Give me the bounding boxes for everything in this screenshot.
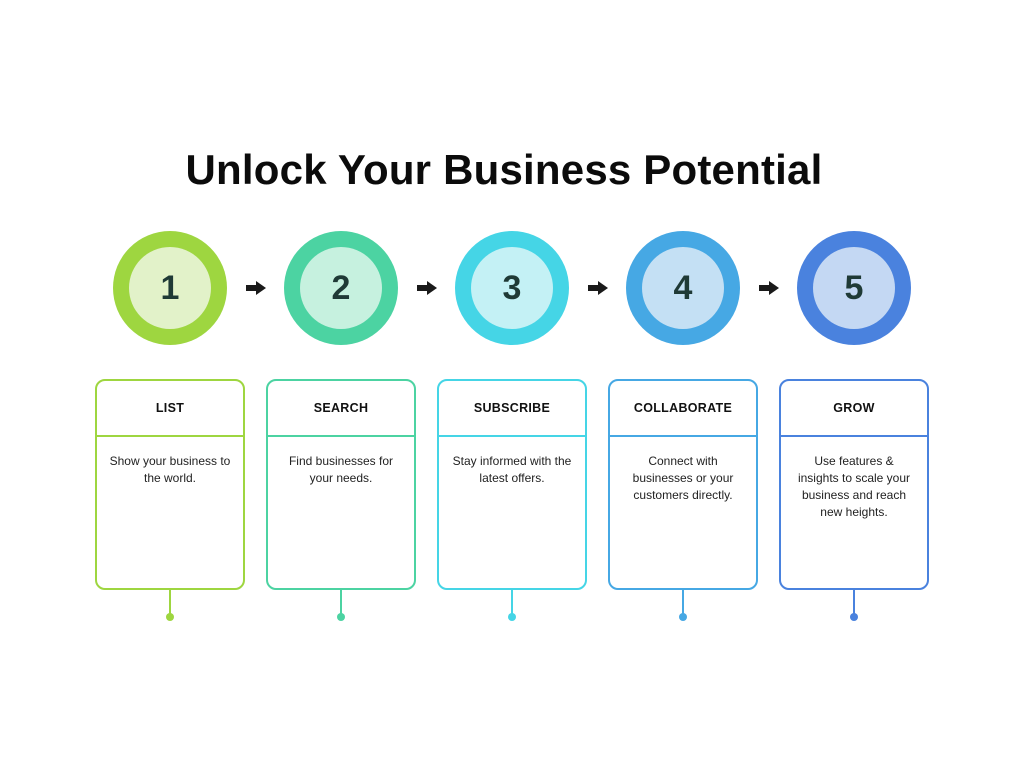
connector-line (682, 589, 684, 615)
connector-line (511, 589, 513, 615)
connector-line (853, 589, 855, 615)
right-arrow-icon (246, 281, 266, 295)
step-card: LIST Show your business to the world. (95, 379, 245, 590)
step-heading: COLLABORATE (610, 381, 756, 437)
step-card: COLLABORATE Connect with businesses or y… (608, 379, 758, 590)
step-5: 5 GROW Use features & insights to scale … (779, 0, 931, 768)
step-heading: LIST (97, 381, 243, 437)
step-description: Find businesses for your needs. (288, 454, 394, 485)
step-1: 1 LIST Show your business to the world. (95, 0, 247, 768)
step-number: 5 (813, 247, 895, 329)
step-badge: 5 (797, 231, 911, 589)
step-badge: 4 (626, 231, 740, 589)
connector-dot (850, 613, 858, 621)
step-description: Use features & insights to scale your bu… (797, 454, 911, 519)
connector-dot (679, 613, 687, 621)
step-badge: 1 (113, 231, 227, 589)
step-4: 4 COLLABORATE Connect with businesses or… (608, 0, 760, 768)
right-arrow-icon (759, 281, 779, 295)
connector-line (340, 589, 342, 615)
step-card: GROW Use features & insights to scale yo… (779, 379, 929, 590)
step-number: 3 (471, 247, 553, 329)
step-card: SUBSCRIBE Stay informed with the latest … (437, 379, 587, 590)
step-description: Stay informed with the latest offers. (452, 454, 572, 485)
right-arrow-icon (588, 281, 608, 295)
step-description: Connect with businesses or your customer… (632, 454, 734, 502)
step-heading: GROW (781, 381, 927, 437)
connector-dot (508, 613, 516, 621)
step-number: 4 (642, 247, 724, 329)
step-description: Show your business to the world. (109, 454, 231, 485)
step-2: 2 SEARCH Find businesses for your needs. (266, 0, 418, 768)
step-badge: 2 (284, 231, 398, 589)
step-card: SEARCH Find businesses for your needs. (266, 379, 416, 590)
step-number: 1 (129, 247, 211, 329)
connector-dot (166, 613, 174, 621)
step-3: 3 SUBSCRIBE Stay informed with the lates… (437, 0, 589, 768)
step-heading: SUBSCRIBE (439, 381, 585, 437)
step-heading: SEARCH (268, 381, 414, 437)
step-badge: 3 (455, 231, 569, 589)
connector-dot (337, 613, 345, 621)
right-arrow-icon (417, 281, 437, 295)
step-number: 2 (300, 247, 382, 329)
page-title: Unlock Your Business Potential (185, 146, 823, 193)
connector-line (169, 589, 171, 615)
